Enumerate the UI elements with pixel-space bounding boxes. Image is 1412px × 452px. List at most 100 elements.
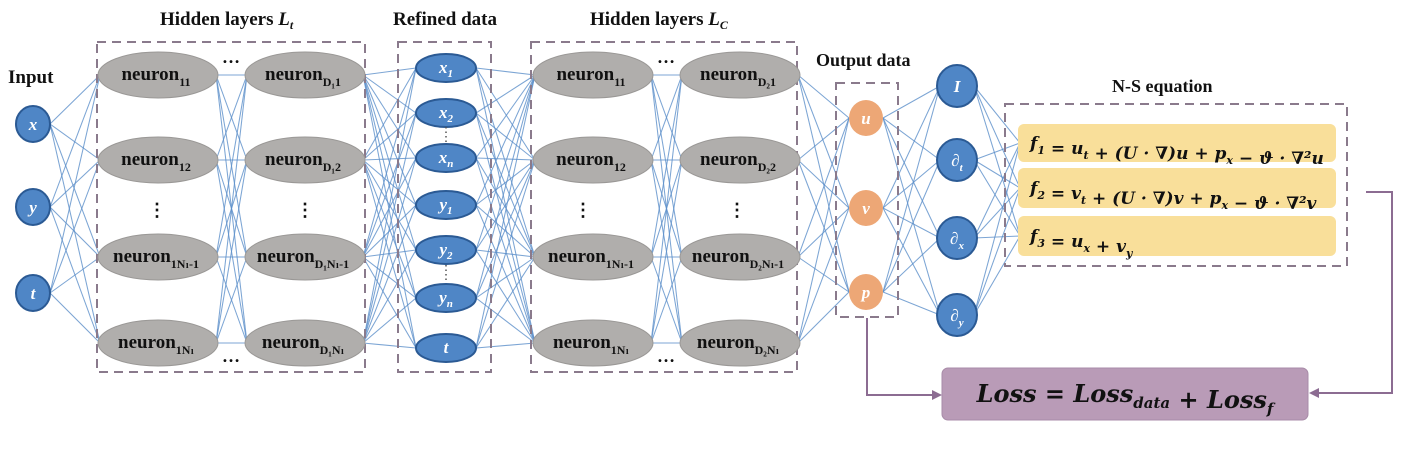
- hidden-c-neuron-c2-3-label: neuronD₂Nₗ: [697, 332, 780, 357]
- hidden-c-neuron-c2-2-label: neuronD₂Nₗ-1: [692, 246, 784, 271]
- hidden-t-neuron-c2-0: neuronD₁1: [244, 51, 366, 99]
- edge: [362, 67, 417, 344]
- ns-to-loss-arrow: [1316, 191, 1393, 394]
- input-node-t-label: t: [31, 284, 37, 303]
- operator-node-2: ∂x: [936, 216, 978, 260]
- hidden-t-neuron-c1-3-label: neuron1Nₗ: [118, 332, 194, 357]
- edge: [362, 157, 417, 344]
- edge: [362, 249, 417, 258]
- refined-node-shape: [415, 143, 477, 173]
- edge: [362, 74, 417, 114]
- edge: [650, 256, 683, 344]
- output-node-p-shape: [849, 274, 883, 310]
- input-node-y-label: y: [27, 198, 37, 217]
- equation-2: f2 = vt + (U · ∇)v + px − ϑ · ∇²v: [1018, 168, 1336, 214]
- input-node-y: y: [15, 188, 51, 226]
- hidden-t-neuron-c2-3: neuronD₁Nₗ: [244, 319, 366, 367]
- hidden-layers-c-box: [530, 41, 798, 373]
- edge: [797, 74, 850, 119]
- edge: [882, 85, 941, 209]
- edge: [475, 204, 536, 258]
- edge: [475, 74, 536, 114]
- refined-node-0: x1: [415, 53, 477, 83]
- edge: [882, 117, 941, 161]
- operator-node-0: I: [936, 64, 978, 108]
- hidden-c-neuron-c1-2-label: neuron1Nₗ-1: [548, 246, 634, 271]
- hidden-c-neuron-c1-3: neuron1Nₗ: [532, 319, 654, 367]
- hidden-c-neuron-c2-0-label: neuronD₂1: [700, 64, 776, 89]
- edge: [362, 112, 417, 161]
- refined-node-shape: [415, 333, 477, 363]
- operator-node-0-shape: [936, 64, 978, 108]
- edge: [475, 157, 536, 161]
- edge: [882, 85, 941, 293]
- edge: [475, 256, 536, 299]
- refined-data-box: [397, 41, 492, 373]
- edge: [650, 159, 683, 344]
- input-node-x: x: [15, 105, 51, 143]
- edge: [475, 159, 536, 206]
- edge: [882, 159, 941, 209]
- edge: [362, 74, 417, 159]
- refined-node-shape: [415, 53, 477, 83]
- hidden-t-neuron-c2-2-label: neuronD₁Nₗ-1: [257, 246, 349, 271]
- edge: [797, 74, 850, 209]
- hidden-c-neuron-c1-0-label: neuron11: [556, 64, 625, 89]
- equation-text: f3 = ux + vy: [1029, 227, 1134, 260]
- edge: [973, 187, 1021, 239]
- output-node-v: v: [849, 190, 883, 226]
- edge: [882, 85, 941, 119]
- edge: [362, 256, 417, 299]
- edge: [797, 117, 850, 161]
- edge: [973, 142, 1021, 239]
- edge: [49, 74, 101, 208]
- edge: [215, 74, 248, 258]
- operator-node-1: ∂t: [936, 138, 978, 182]
- hidden-t-neuron-c1-3-shape: [97, 319, 219, 367]
- refined-node-3: y1: [415, 190, 477, 220]
- edge: [475, 342, 536, 349]
- edge: [215, 256, 248, 344]
- edge: [475, 249, 536, 344]
- edge: [882, 237, 941, 293]
- edge: [973, 235, 1021, 239]
- hidden-t-neuron-c1-0-shape: [97, 51, 219, 99]
- hidden-t-neuron-c2-2: neuronD₁Nₗ-1: [244, 233, 366, 281]
- ellipsis-ht-c1: ⋮: [148, 200, 166, 220]
- edge: [475, 74, 536, 251]
- output-node-u-shape: [849, 100, 883, 136]
- edge: [49, 123, 101, 258]
- refined-node-label: xn: [438, 148, 454, 170]
- edge: [650, 74, 683, 258]
- refined-node-shape: [415, 190, 477, 220]
- hidden-t-neuron-c1-1: neuron12: [97, 136, 219, 184]
- equation-box: [1018, 168, 1336, 208]
- hidden-c-neuron-c2-0-shape: [679, 51, 801, 99]
- edge: [475, 204, 536, 344]
- refined-node-shape: [415, 235, 477, 265]
- edge: [797, 159, 850, 293]
- edge: [973, 159, 1021, 237]
- edge: [973, 187, 1021, 316]
- input-node-x-shape: [15, 105, 51, 143]
- equation-text: f1 = ut + (U · ∇)u + px − ϑ · ∇²u: [1029, 134, 1324, 169]
- edge: [362, 204, 417, 344]
- ellipsis-ht-c2: ⋮: [296, 200, 314, 220]
- edge: [475, 74, 536, 299]
- hidden-c-neuron-c1-0-shape: [532, 51, 654, 99]
- operator-node-2-label: ∂x: [950, 229, 964, 252]
- refined-node-2: xn: [415, 143, 477, 173]
- refined-node-4: y2: [415, 235, 477, 265]
- refined-node-label: t: [444, 338, 450, 357]
- edge: [797, 117, 850, 258]
- layer-group-boxes: [96, 41, 1348, 373]
- equation-3: f3 = ux + vy: [1018, 216, 1336, 260]
- hidden-c-neuron-c2-1: neuronD₂2: [679, 136, 801, 184]
- hidden-c-neuron-c2-0: neuronD₂1: [679, 51, 801, 99]
- hidden-t-neuron-c1-3: neuron1Nₗ: [97, 319, 219, 367]
- input-title: Input: [8, 67, 54, 88]
- edge: [362, 112, 417, 258]
- edge: [362, 112, 417, 344]
